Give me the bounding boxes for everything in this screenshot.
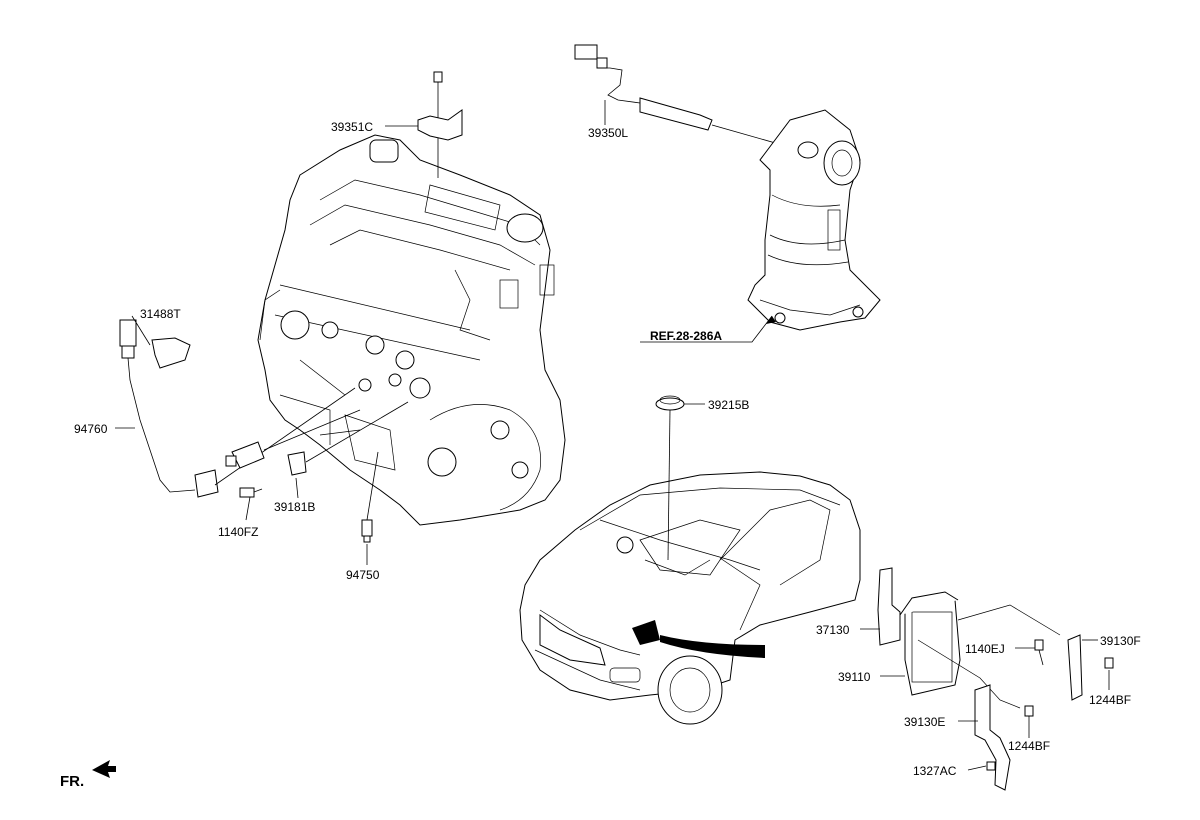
oil-pressure-switch <box>225 401 409 498</box>
reference-pointer <box>640 315 776 343</box>
label-1244BF-lower: 1244BF <box>1008 739 1050 753</box>
label-39110: 39110 <box>838 670 871 684</box>
label-39130F: 39130F <box>1100 634 1141 648</box>
label-1140EJ: 1140EJ <box>965 642 1005 656</box>
knock-sensor-harness <box>119 319 356 498</box>
ecu-assembly <box>877 567 1114 791</box>
label-37130: 37130 <box>816 623 850 637</box>
label-39215B: 39215B <box>708 398 749 412</box>
label-31488T: 31488T <box>140 307 181 321</box>
front-marker-label: FR. <box>60 773 84 790</box>
engine-block <box>257 134 566 526</box>
camshaft-sensor-bracket <box>417 71 463 178</box>
label-94750: 94750 <box>346 568 380 582</box>
temperature-sensor <box>361 451 379 543</box>
reference-label: REF.28-286A <box>650 329 722 343</box>
label-39351C: 39351C <box>331 120 373 134</box>
label-39181B: 39181B <box>274 500 315 514</box>
vehicle-outline <box>519 471 861 725</box>
label-94760: 94760 <box>74 422 108 436</box>
label-1327AC: 1327AC <box>913 764 957 778</box>
label-1140FZ: 1140FZ <box>218 525 258 539</box>
catalytic-converter <box>747 109 881 331</box>
label-39350L: 39350L <box>588 126 628 140</box>
leader-lines <box>115 100 1110 771</box>
front-arrow-icon <box>92 760 116 778</box>
label-1244BF-upper: 1244BF <box>1089 693 1131 707</box>
part-labels: 39351C 39350L 31488T 94760 1140FZ 39181B… <box>60 120 1141 790</box>
label-39130E: 39130E <box>904 715 945 729</box>
grommet <box>655 395 685 561</box>
